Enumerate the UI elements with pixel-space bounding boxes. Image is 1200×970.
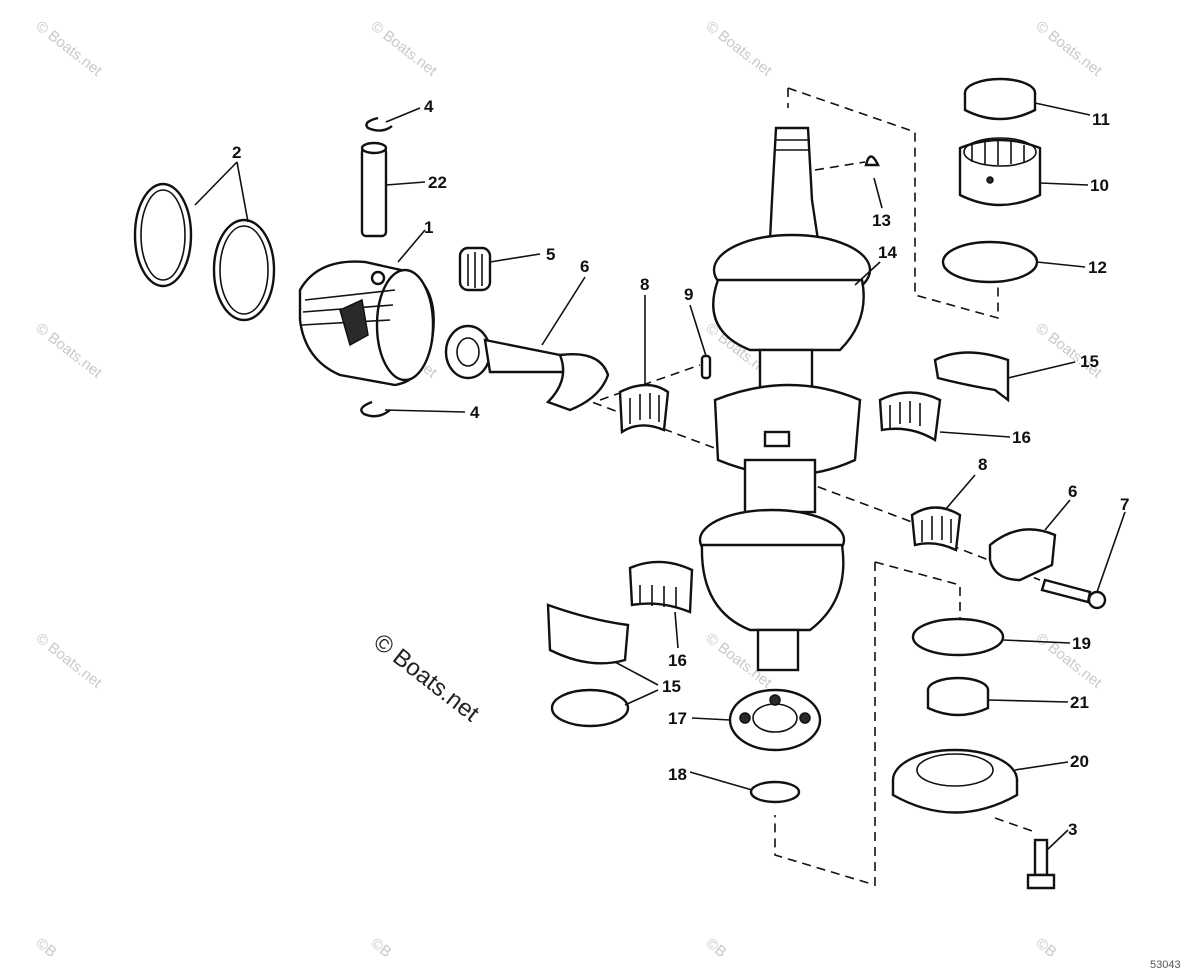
piston-ring [133,182,193,288]
callout-8: 8 [640,275,649,294]
callout-1: 1 [424,218,433,237]
piston-ring-inner [219,225,269,315]
o-ring [941,240,1039,284]
callout-13: 13 [872,211,891,230]
drawing-code: 53043 [1150,959,1181,970]
upper-bearing-group [941,77,1042,284]
o-ring-lower [911,617,1005,657]
watermark: © Boats.net [33,320,106,382]
needle-bearing-cage [618,383,670,435]
callout-16: 16 [668,651,687,670]
piston-rings [133,182,276,322]
watermark: ©B [33,935,60,961]
watermark: ©B [1033,935,1060,961]
leader-lines [194,102,1126,851]
dowel-pin [700,354,712,380]
connecting-rod [444,324,610,412]
woodruff-key [864,155,880,167]
callout-11: 11 [1092,110,1110,129]
callout-20: 20 [1070,752,1089,771]
piston-ring-inner [140,189,186,281]
callout-6: 6 [580,257,589,276]
crankshaft [698,126,872,672]
callout-22: 22 [428,173,447,192]
watermark: © Boats.net [33,630,106,692]
seal [926,676,990,717]
rod-cap [988,528,1057,582]
callout-4: 4 [470,403,480,422]
callout-17: 17 [668,709,687,728]
needle-bearing-upper [958,138,1042,207]
assembly-line-top [787,87,999,320]
cap-screw [1026,838,1056,890]
piston-ring [212,218,276,322]
piston-pin [360,141,388,238]
callout-18: 18 [668,765,687,784]
callout-19: 19 [1072,634,1091,653]
center-bearing-ring [546,603,630,728]
callout-9: 9 [684,285,693,304]
piston [298,260,435,387]
callout-21: 21 [1070,693,1089,712]
callout-3: 3 [1068,820,1077,839]
watermark: © Boats.net [703,18,776,80]
watermark: © Boats.net [1033,320,1106,382]
center-bearing-cage [628,560,694,614]
watermark: © Boats.net [1033,18,1106,80]
callout-2: 2 [232,143,241,162]
needle-bearing [458,246,492,292]
watermark: © Boats.net [33,18,106,80]
watermark: © Boats.net [1033,630,1106,692]
watermark: ©B [368,935,395,961]
watermark: ©B [703,935,730,961]
callout-4: 4 [424,97,434,116]
center-bearing-cage [878,391,942,442]
watermarks: © Boats.net © Boats.net © Boats.net © Bo… [33,18,1106,961]
lower-bearing-housing [891,748,1019,814]
callout-7: 7 [1120,495,1129,514]
center-bearing-ring [933,351,1010,403]
callouts: 1 2 3 4 4 5 6 6 7 8 8 9 10 11 12 13 14 1… [232,97,1129,839]
assembly-line-key [814,161,866,171]
callout-5: 5 [546,245,555,264]
piston-pin-retainer [365,116,393,132]
ball-bearing [728,688,822,752]
callout-12: 12 [1088,258,1107,277]
needle-bearing-cage [910,506,962,552]
callout-10: 10 [1090,176,1109,195]
callout-16: 16 [1012,428,1031,447]
callout-15: 15 [1080,352,1099,371]
retaining-ring [749,780,801,804]
rod-screw [1040,578,1107,610]
piston-pin-retainer [360,400,391,418]
watermark: © Boats.net [368,18,441,80]
center-watermark: © Boats.net [368,628,484,727]
assembly-line-bottom [774,561,961,887]
callout-6: 6 [1068,482,1077,501]
callout-8: 8 [978,455,987,474]
callout-15: 15 [662,677,681,696]
assembly-line-bolt [994,817,1036,833]
callout-14: 14 [878,243,897,262]
